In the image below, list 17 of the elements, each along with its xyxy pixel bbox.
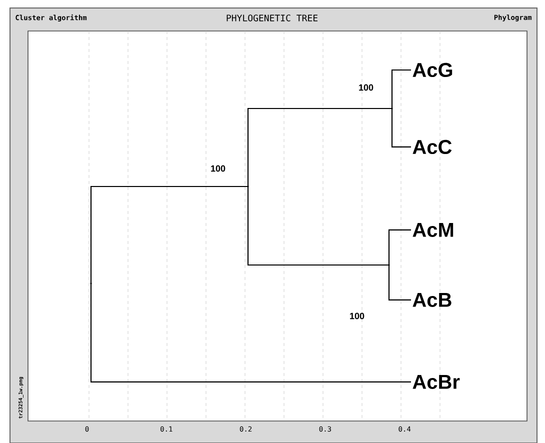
- support-value: 100: [359, 84, 374, 91]
- tree-branch: [90, 186, 248, 284]
- tree-branch: [391, 108, 411, 148]
- leaf-label: AcB: [412, 293, 452, 307]
- leaf-label: AcG: [412, 62, 452, 78]
- leaf-label: AcC: [412, 140, 452, 154]
- tree-branch: [388, 229, 411, 265]
- leaf-label: AcBr: [412, 375, 460, 389]
- tree-branch: [90, 283, 411, 383]
- tree-branch: [388, 265, 411, 301]
- support-value: 100: [350, 312, 364, 320]
- chart-title: PHYLOGENETIC TREE: [226, 14, 318, 22]
- tree-branch: [247, 186, 389, 266]
- tree-branch: [391, 69, 411, 108]
- support-value: 100: [211, 165, 226, 172]
- leaf-label: AcM: [412, 223, 454, 237]
- tree-branch: [247, 108, 392, 186]
